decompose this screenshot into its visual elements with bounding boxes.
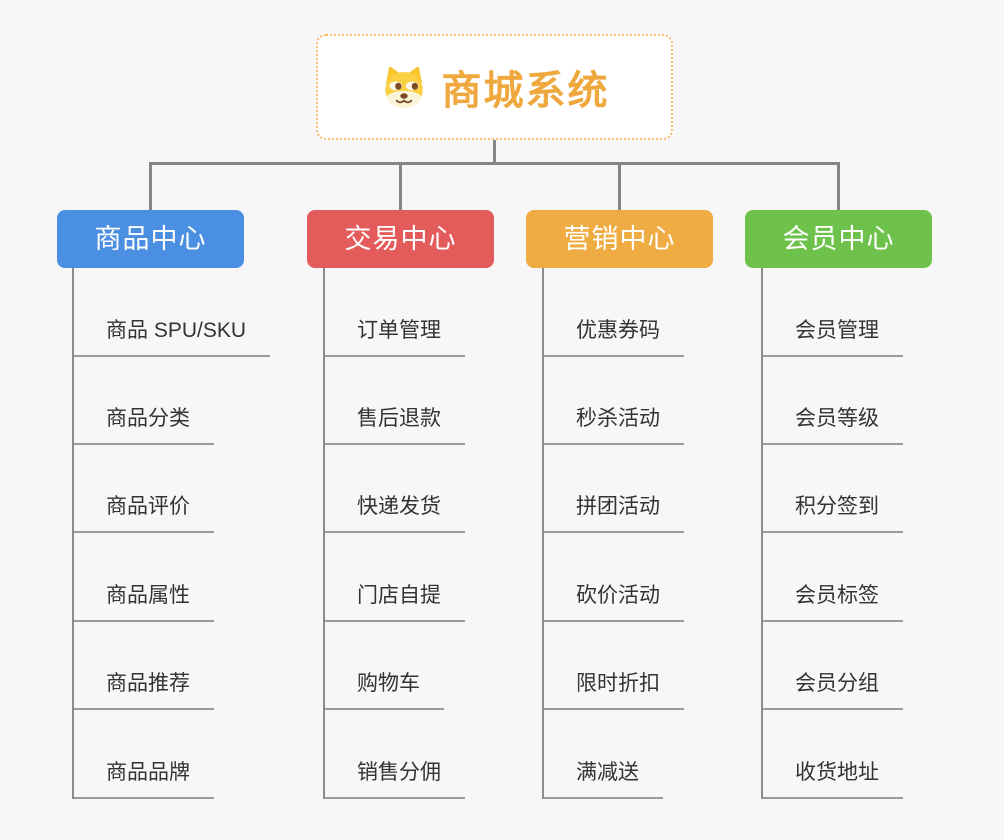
connector-horizontal-bar: [149, 162, 840, 165]
dog-face-icon: [380, 65, 428, 109]
root-title: 商城系统: [441, 69, 610, 113]
leaf-node[interactable]: 会员分组: [763, 667, 903, 710]
branch-column-member-center: 会员管理 会员等级 积分签到 会员标签 会员分组 收货地址: [761, 268, 903, 799]
connector-drop-product: [149, 162, 152, 211]
leaf-node[interactable]: 收货地址: [763, 756, 903, 799]
leaf-node[interactable]: 会员等级: [763, 402, 903, 445]
root-node[interactable]: 商城系统: [316, 34, 673, 140]
connector-drop-marketing: [618, 162, 621, 211]
leaf-node[interactable]: 商品 SPU/SKU: [74, 314, 271, 357]
connector-drop-trade: [399, 162, 402, 211]
leaf-node[interactable]: 拼团活动: [544, 490, 684, 533]
leaf-node[interactable]: 快递发货: [325, 490, 465, 533]
leaf-node[interactable]: 商品评价: [74, 490, 214, 533]
branch-header-marketing-center[interactable]: 营销中心: [526, 210, 713, 268]
leaf-node[interactable]: 砍价活动: [544, 579, 684, 622]
leaf-node[interactable]: 优惠券码: [544, 314, 684, 357]
leaf-node[interactable]: 会员标签: [763, 579, 903, 622]
leaf-node[interactable]: 商品推荐: [74, 667, 214, 710]
leaf-node[interactable]: 商品分类: [74, 402, 214, 445]
leaf-node[interactable]: 商品属性: [74, 579, 214, 622]
connector-drop-member: [837, 162, 840, 211]
branch-column-marketing-center: 优惠券码 秒杀活动 拼团活动 砍价活动 限时折扣 满减送: [542, 268, 684, 799]
branch-column-trade-center: 订单管理 售后退款 快递发货 门店自提 购物车 销售分佣: [323, 268, 465, 799]
leaf-node[interactable]: 售后退款: [325, 402, 465, 445]
leaf-node[interactable]: 限时折扣: [544, 667, 684, 710]
leaf-node[interactable]: 会员管理: [763, 314, 903, 357]
leaf-node[interactable]: 满减送: [544, 756, 663, 799]
branch-header-product-center[interactable]: 商品中心: [57, 210, 244, 268]
leaf-node[interactable]: 销售分佣: [325, 756, 465, 799]
branch-column-product-center: 商品 SPU/SKU 商品分类 商品评价 商品属性 商品推荐 商品品牌: [72, 268, 271, 799]
leaf-node[interactable]: 秒杀活动: [544, 402, 684, 445]
leaf-node[interactable]: 积分签到: [763, 490, 903, 533]
leaf-node[interactable]: 订单管理: [325, 314, 465, 357]
connector-root-stem: [493, 140, 496, 164]
branch-header-trade-center[interactable]: 交易中心: [307, 210, 494, 268]
leaf-node[interactable]: 商品品牌: [74, 756, 214, 799]
branch-header-member-center[interactable]: 会员中心: [745, 210, 932, 268]
leaf-node[interactable]: 购物车: [325, 667, 444, 710]
leaf-node[interactable]: 门店自提: [325, 579, 465, 622]
